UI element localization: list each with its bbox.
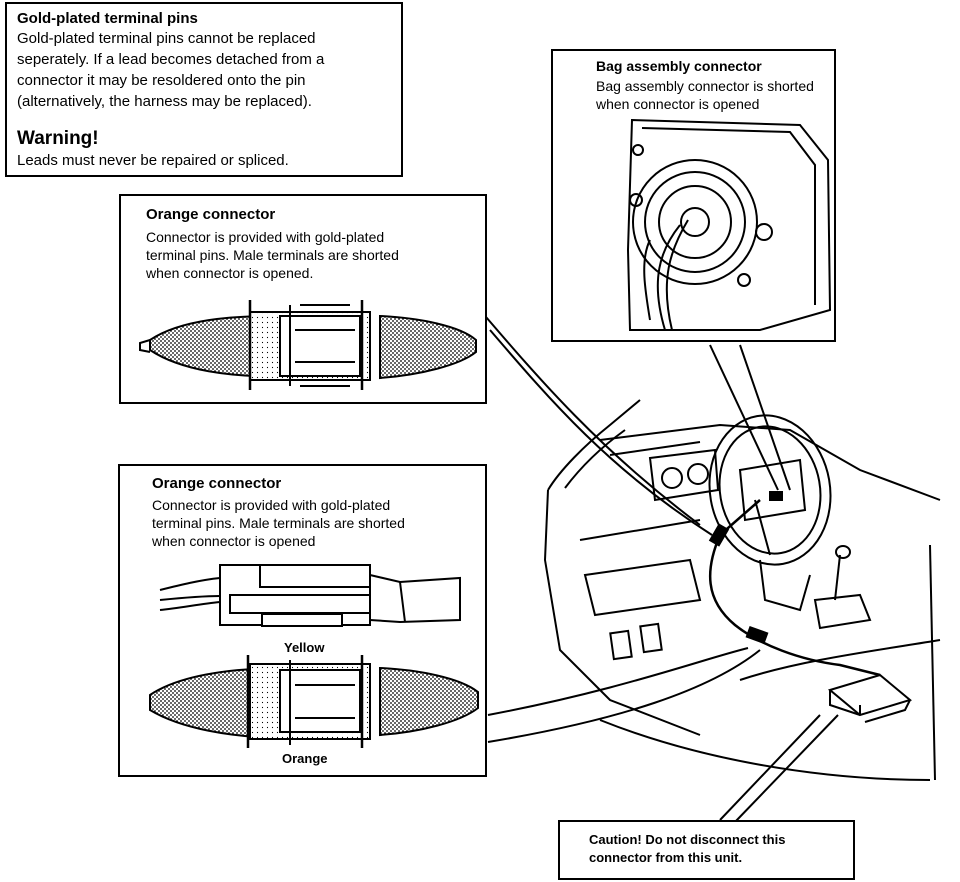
orange-connector-drawing-1 bbox=[139, 300, 477, 390]
yellow-label: Yellow bbox=[284, 640, 325, 655]
orange-connector-drawing-2 bbox=[149, 655, 479, 748]
orange-connector-2-line-1: Connector is provided with gold-plated bbox=[152, 497, 391, 513]
yellow-connector-drawing bbox=[159, 564, 461, 627]
leader-lines bbox=[479, 309, 839, 823]
warning-title: Warning! bbox=[17, 128, 99, 149]
caution-line-1: Caution! Do not disconnect this bbox=[589, 832, 786, 847]
orange-connector-1-line-1: Connector is provided with gold-plated bbox=[146, 229, 385, 245]
orange-connector-2-line-2: terminal pins. Male terminals are shorte… bbox=[152, 515, 405, 531]
car-interior-drawing bbox=[543, 399, 941, 781]
bag-assembly-title: Bag assembly connector bbox=[596, 58, 762, 74]
gold-plated-pins-box: Gold-plated terminal pins Gold-plated te… bbox=[5, 2, 403, 177]
gold-plated-pins-line-4: (alternatively, the harness may be repla… bbox=[17, 93, 312, 110]
gold-plated-pins-line-3: connector it may be resoldered onto the … bbox=[17, 72, 306, 89]
orange-label: Orange bbox=[282, 751, 328, 766]
bag-assembly-line-1: Bag assembly connector is shorted bbox=[596, 78, 814, 94]
gold-plated-pins-title: Gold-plated terminal pins bbox=[17, 10, 198, 27]
gold-plated-pins-line-2: seperately. If a lead becomes detached f… bbox=[17, 51, 325, 68]
gold-plated-pins-line-1: Gold-plated terminal pins cannot be repl… bbox=[17, 30, 316, 47]
orange-connector-1-line-3: when connector is opened. bbox=[146, 265, 314, 281]
bag-assembly-line-2: when connector is opened bbox=[596, 96, 760, 112]
orange-connector-2-line-3: when connector is opened bbox=[152, 533, 316, 549]
caution-line-2: connector from this unit. bbox=[589, 850, 743, 865]
airbag-assembly-drawing bbox=[626, 118, 832, 331]
caution-box: Caution! Do not disconnect this connecto… bbox=[558, 820, 855, 880]
orange-connector-1-title: Orange connector bbox=[146, 206, 276, 223]
orange-connector-1-line-2: terminal pins. Male terminals are shorte… bbox=[146, 247, 399, 263]
warning-text: Leads must never be repaired or spliced. bbox=[17, 152, 289, 169]
orange-connector-2-title: Orange connector bbox=[152, 475, 282, 492]
